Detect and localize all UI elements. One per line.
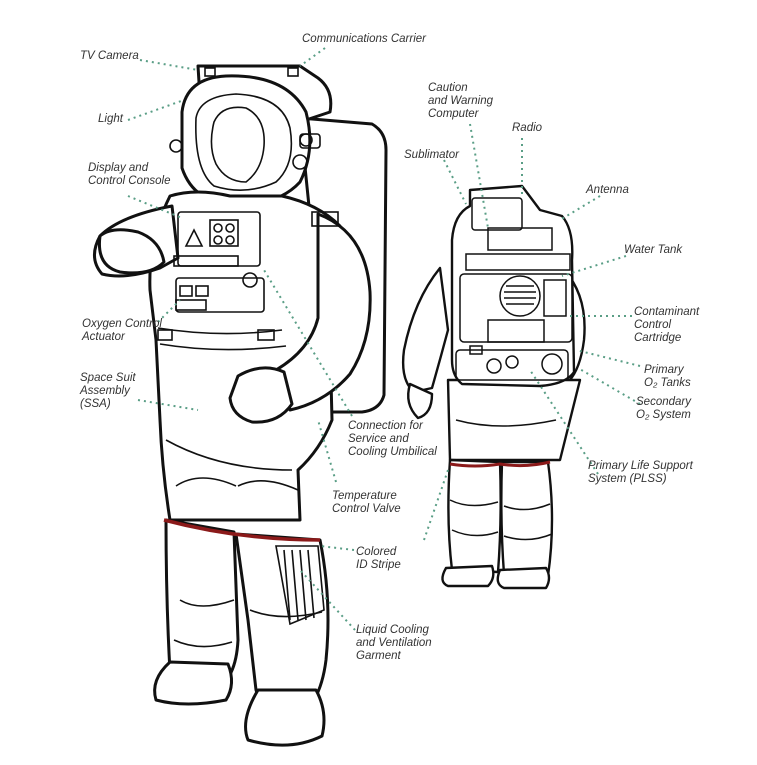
label-light: Light xyxy=(98,113,123,125)
back-details xyxy=(449,197,573,541)
front-id-stripe xyxy=(163,518,321,542)
label-temp-valve: Temperature Control Valve xyxy=(332,490,401,515)
back-id-stripe xyxy=(449,460,551,468)
label-ssa: Space Suit Assembly (SSA) xyxy=(80,372,136,410)
back-right-leg xyxy=(500,460,554,578)
back-suit xyxy=(401,184,586,590)
back-right-boot xyxy=(496,566,551,590)
label-sublimator: Sublimator xyxy=(404,149,459,161)
torso xyxy=(148,190,348,522)
left-boot xyxy=(153,660,233,706)
right-arm xyxy=(274,212,372,412)
right-glove xyxy=(228,366,294,424)
label-caution-computer: Caution and Warning Computer xyxy=(428,82,493,120)
label-umbilical: Connection for Service and Cooling Umbil… xyxy=(348,420,437,458)
leader-lines xyxy=(127,47,641,631)
label-communications-carrier: Communications Carrier xyxy=(302,33,426,45)
label-plss: Primary Life Support System (PLSS) xyxy=(588,460,693,485)
front-details xyxy=(157,67,339,648)
back-left-leg xyxy=(447,458,502,574)
back-left-glove xyxy=(407,382,434,420)
back-torso xyxy=(446,378,582,462)
label-antenna: Antenna xyxy=(586,184,629,196)
label-primary-o2: Primary O₂ Tanks xyxy=(644,364,691,389)
label-lcvg: Liquid Cooling and Ventilation Garment xyxy=(356,624,432,662)
right-boot xyxy=(244,688,326,747)
label-id-stripe: Colored ID Stripe xyxy=(356,546,401,571)
back-left-arm xyxy=(401,266,450,394)
label-contaminant: Contaminant Control Cartridge xyxy=(634,306,700,344)
label-radio: Radio xyxy=(512,122,543,134)
back-left-boot xyxy=(441,564,495,588)
left-glove xyxy=(97,228,166,275)
label-water-tank: Water Tank xyxy=(624,244,683,256)
label-oxygen-actuator: Oxygen Control Actuator xyxy=(82,318,162,343)
label-display-console: Display and Control Console xyxy=(88,162,171,187)
label-secondary-o2: Secondary O₂ System xyxy=(636,396,691,421)
label-tv-camera: TV Camera xyxy=(80,50,139,62)
